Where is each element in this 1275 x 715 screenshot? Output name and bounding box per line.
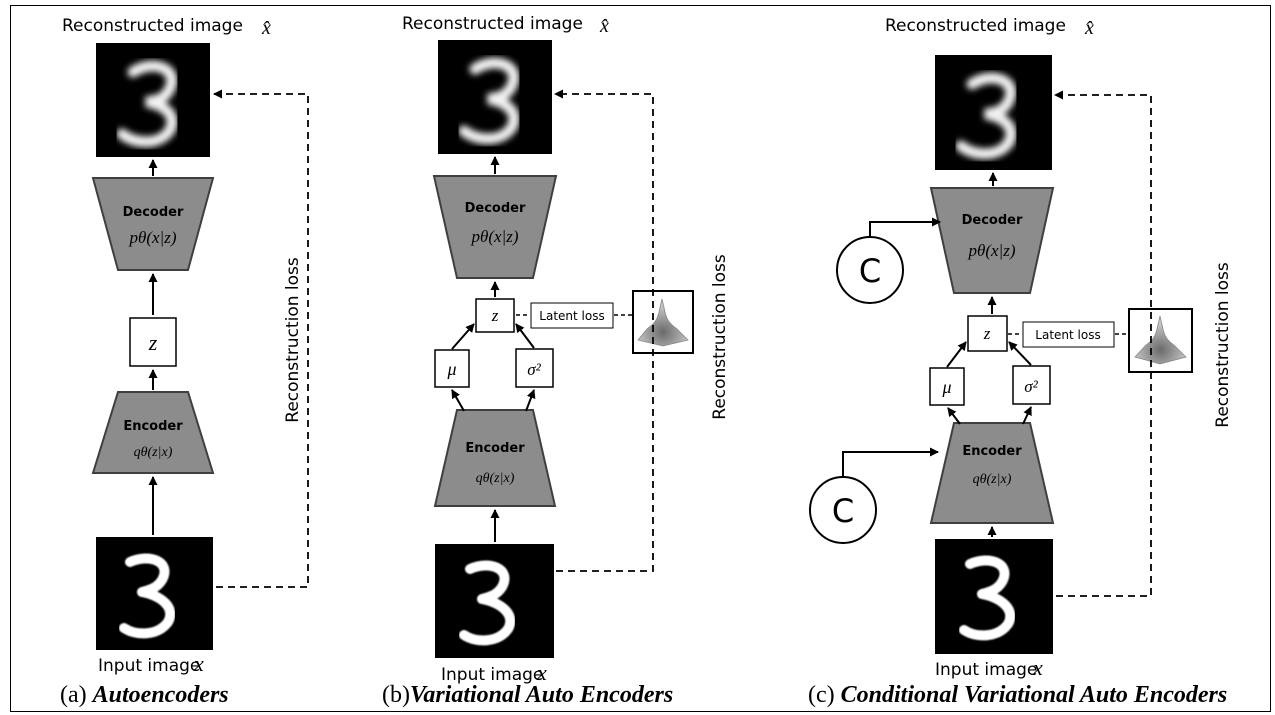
latent-loss-label: Latent loss bbox=[1035, 328, 1100, 342]
latent-loss-box: Latent loss bbox=[530, 302, 614, 329]
sigma-label: σ² bbox=[1024, 377, 1038, 396]
encoder-formula: qθ(z|x) bbox=[973, 472, 1012, 487]
decoder-title: Decoder bbox=[123, 205, 184, 220]
reconstructed-image-label: Reconstructed image bbox=[402, 14, 583, 34]
input-image-label: Input image bbox=[98, 656, 200, 676]
reconstructed-symbol: x̂ bbox=[261, 17, 271, 39]
decoder-title: Decoder bbox=[962, 213, 1023, 228]
latent-z-label: z bbox=[148, 330, 158, 355]
svg-text:(a) Autoencoders: (a) Autoencoders bbox=[60, 682, 229, 708]
caption-title: Variational Auto Encoders bbox=[410, 682, 673, 708]
caption-title: Autoencoders bbox=[91, 682, 229, 708]
decoder-block: Decoder pθ(x|z) bbox=[91, 177, 215, 271]
input-symbol: x bbox=[193, 651, 204, 676]
sigma-label: σ² bbox=[527, 360, 541, 379]
input-image-label: Input image bbox=[935, 660, 1037, 680]
latent-z-box: z bbox=[475, 298, 515, 333]
condition-label: C bbox=[832, 492, 854, 530]
condition-label: C bbox=[859, 252, 881, 290]
encoder-block: Encoder qθ(z|x) bbox=[91, 391, 215, 474]
input-symbol: x bbox=[1032, 655, 1043, 680]
latent-z-label: z bbox=[491, 306, 499, 325]
latent-loss-box: Latent loss bbox=[1022, 321, 1115, 348]
reconstruction-loss-label: Reconstruction loss bbox=[1213, 262, 1233, 428]
gaussian-prior-plot bbox=[1128, 308, 1193, 373]
sigma-box: σ² bbox=[515, 348, 554, 388]
decoder-formula: pθ(x|z) bbox=[128, 228, 176, 247]
encoder-title: Encoder bbox=[465, 441, 525, 456]
encoder-block: Encoder qθ(z|x) bbox=[929, 422, 1055, 524]
mu-box: μ bbox=[929, 367, 965, 406]
latent-loss-label: Latent loss bbox=[539, 309, 604, 323]
reconstructed-image-label: Reconstructed image bbox=[62, 16, 243, 36]
input-image bbox=[935, 539, 1053, 654]
input-symbol: x bbox=[536, 660, 547, 685]
caption-prefix: (b) bbox=[382, 682, 410, 708]
panel-variational-autoencoder: Reconstructed image x̂ Decoder pθ(x|z) z… bbox=[382, 14, 730, 708]
reconstruction-loss-label: Reconstruction loss bbox=[283, 257, 303, 423]
input-image bbox=[435, 544, 554, 658]
condition-node: C bbox=[836, 236, 904, 304]
decoder-title: Decoder bbox=[465, 201, 526, 216]
reconstructed-symbol: x̂ bbox=[599, 15, 609, 37]
reconstructed-symbol: x̂ bbox=[1084, 17, 1094, 39]
latent-z-box: z bbox=[967, 315, 1008, 352]
reconstructed-image bbox=[935, 55, 1052, 170]
panel-autoencoder: Reconstructed image x̂ Decoder pθ(x|z) z… bbox=[60, 16, 309, 708]
reconstructed-image bbox=[438, 40, 552, 154]
latent-z-box: z bbox=[129, 317, 177, 367]
input-image-label: Input image bbox=[441, 665, 543, 685]
decoder-block: Decoder pθ(x|z) bbox=[929, 187, 1055, 294]
encoder-title: Encoder bbox=[962, 444, 1022, 459]
decoder-formula: pθ(x|z) bbox=[967, 241, 1015, 260]
panel-conditional-variational-autoencoder: Reconstructed image x̂ Decoder pθ(x|z) C… bbox=[808, 16, 1233, 708]
mu-box: μ bbox=[434, 349, 470, 388]
encoder-formula: qθ(z|x) bbox=[134, 445, 173, 460]
gaussian-prior-plot bbox=[632, 290, 694, 354]
svg-text:(b)Variational Auto Encoders: (b)Variational Auto Encoders bbox=[382, 682, 673, 708]
condition-node: C bbox=[809, 476, 877, 544]
caption-prefix: (c) bbox=[808, 682, 841, 708]
figure-frame bbox=[10, 5, 1271, 712]
mu-label: μ bbox=[446, 359, 456, 379]
latent-z-label: z bbox=[983, 324, 991, 343]
svg-text:(c) Conditional Variational Au: (c) Conditional Variational Auto Encoder… bbox=[808, 682, 1227, 708]
mu-label: μ bbox=[941, 377, 951, 397]
decoder-formula: pθ(x|z) bbox=[470, 227, 518, 246]
caption-prefix: (a) bbox=[60, 682, 93, 708]
reconstructed-image bbox=[96, 43, 210, 157]
encoder-formula: qθ(z|x) bbox=[476, 471, 515, 486]
encoder-block: Encoder qθ(z|x) bbox=[433, 409, 557, 507]
reconstruction-loss-label: Reconstruction loss bbox=[710, 254, 730, 420]
input-image bbox=[96, 537, 213, 650]
encoder-title: Encoder bbox=[123, 419, 183, 434]
caption-title: Conditional Variational Auto Encoders bbox=[841, 682, 1228, 708]
decoder-block: Decoder pθ(x|z) bbox=[432, 175, 558, 279]
reconstructed-image-label: Reconstructed image bbox=[885, 16, 1066, 36]
sigma-box: σ² bbox=[1012, 365, 1051, 405]
